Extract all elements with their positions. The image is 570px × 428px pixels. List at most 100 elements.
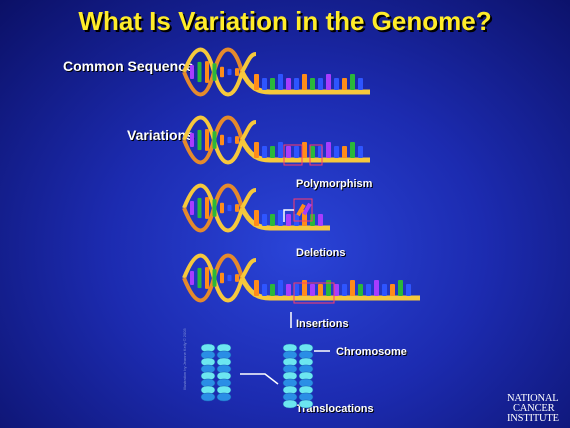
label-deletions: Deletions xyxy=(296,247,346,259)
base xyxy=(262,78,267,90)
base xyxy=(350,280,355,296)
base xyxy=(390,284,395,296)
base-pair xyxy=(190,65,194,79)
base xyxy=(294,78,299,90)
base-pair xyxy=(235,274,239,282)
base xyxy=(302,74,307,90)
base xyxy=(318,284,323,296)
base-pair xyxy=(235,204,239,212)
label-variations: Variations xyxy=(127,127,194,143)
chromosome-band xyxy=(200,392,216,402)
base xyxy=(302,280,307,296)
base xyxy=(278,74,283,90)
base-pair xyxy=(212,131,217,149)
base-pair xyxy=(205,267,209,289)
base xyxy=(318,78,323,90)
base-pair xyxy=(220,272,224,284)
base-pair xyxy=(227,136,232,144)
base xyxy=(310,78,315,90)
dna-strand-polymorphism xyxy=(182,115,370,166)
base xyxy=(270,146,275,158)
base xyxy=(270,284,275,296)
base xyxy=(326,74,331,90)
backbone xyxy=(240,258,257,280)
base xyxy=(358,78,363,90)
base-pair xyxy=(205,197,209,219)
base xyxy=(270,214,275,226)
base xyxy=(350,142,355,158)
page-title: What Is Variation in the Genome? xyxy=(78,6,492,36)
backbone xyxy=(240,120,257,142)
base xyxy=(358,284,363,296)
base-pair xyxy=(235,68,239,76)
base xyxy=(262,146,267,158)
base xyxy=(382,284,387,296)
base xyxy=(254,280,259,296)
base-pair xyxy=(220,134,224,146)
base-pair xyxy=(212,63,217,81)
base xyxy=(334,78,339,90)
base-pair xyxy=(197,61,202,83)
base-pair xyxy=(197,197,202,219)
base xyxy=(334,284,339,296)
base xyxy=(278,142,283,158)
base xyxy=(310,284,315,296)
base-pair xyxy=(190,133,194,147)
base xyxy=(366,284,371,296)
base xyxy=(254,142,259,158)
label-common-sequence: Common Sequence xyxy=(63,58,194,74)
base xyxy=(326,280,331,296)
variation-highlight xyxy=(283,144,303,166)
base xyxy=(318,214,323,226)
deleted-base xyxy=(296,203,306,217)
base xyxy=(262,284,267,296)
base-pair xyxy=(190,201,194,215)
base xyxy=(302,142,307,158)
variation-highlight xyxy=(309,144,323,166)
base xyxy=(286,78,291,90)
dna-strand-insertion xyxy=(182,253,420,304)
base-pair xyxy=(227,68,232,76)
base xyxy=(342,284,347,296)
base-pair xyxy=(212,269,217,287)
label-polymorphism: Polymorphism xyxy=(296,178,373,190)
base-pair xyxy=(205,61,209,83)
chromosome-band xyxy=(282,399,298,409)
base xyxy=(278,210,283,226)
base xyxy=(262,214,267,226)
base-pair xyxy=(220,202,224,214)
insertion-highlight xyxy=(293,282,335,304)
base-pair xyxy=(220,66,224,78)
chromosome-band xyxy=(216,392,232,402)
base xyxy=(334,146,339,158)
dna-strand-deletion xyxy=(182,183,330,233)
base xyxy=(310,146,315,158)
base xyxy=(326,142,331,158)
base xyxy=(342,78,347,90)
base xyxy=(254,210,259,226)
base xyxy=(406,284,411,296)
backbone xyxy=(240,188,257,210)
base-pair xyxy=(227,204,232,212)
backbone xyxy=(240,52,257,74)
base xyxy=(294,214,299,226)
base xyxy=(294,146,299,158)
label-insertions: Insertions xyxy=(296,318,349,330)
deletion-pointer xyxy=(283,209,294,222)
base xyxy=(254,74,259,90)
base xyxy=(286,284,291,296)
chromosome-band xyxy=(298,399,314,409)
base-pair xyxy=(227,274,232,282)
base-pair xyxy=(190,271,194,285)
base xyxy=(358,146,363,158)
translocation-pointer xyxy=(240,373,279,385)
dna-strand-common xyxy=(182,47,370,97)
base xyxy=(342,146,347,158)
base-pair xyxy=(205,129,209,151)
label-translocations: Translocations xyxy=(296,403,374,415)
base-pair xyxy=(212,199,217,217)
chromosome-group xyxy=(200,343,314,409)
base xyxy=(294,284,299,296)
label-chromosome: Chromosome xyxy=(336,346,407,358)
nci-logo: NATIONAL CANCER INSTITUTE xyxy=(507,393,559,424)
